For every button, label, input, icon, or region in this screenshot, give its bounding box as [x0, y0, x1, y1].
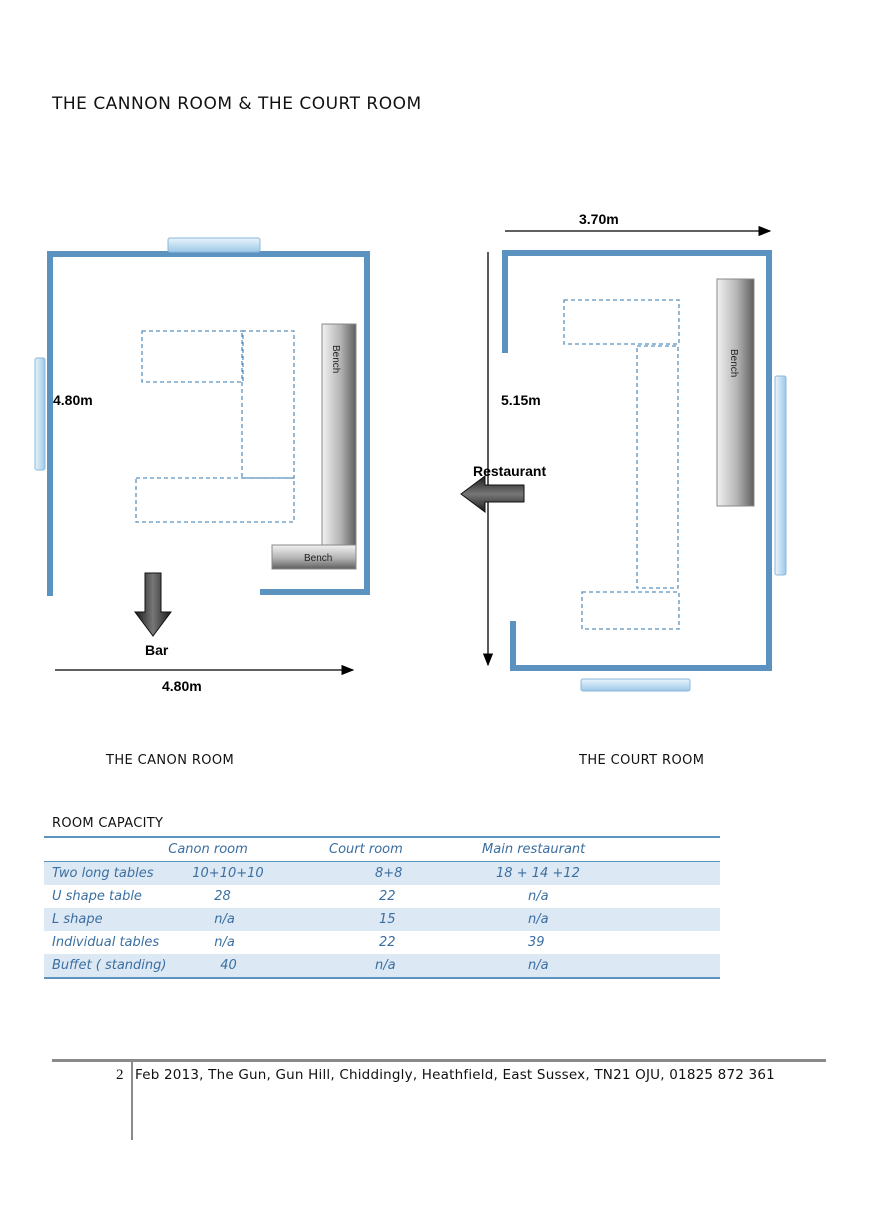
- table-header-row: Canon room Court room Main restaurant: [44, 836, 720, 862]
- cannon-room-name: THE CANON ROOM: [105, 753, 234, 768]
- main-value: 39: [528, 935, 545, 950]
- column-header: [44, 836, 169, 862]
- canon-value: n/a: [214, 935, 235, 950]
- cannon-window-left: [34, 357, 46, 471]
- cannon-window-top: [167, 237, 261, 253]
- row-label: U shape table: [52, 889, 142, 904]
- restaurant-exit-arrow-icon: [460, 475, 525, 513]
- room-capacity-table: Canon room Court room Main restaurant Tw…: [44, 836, 720, 979]
- cannon-bench-horizontal-label: Bench: [304, 553, 332, 564]
- court-value: 22: [379, 935, 396, 950]
- court-value: 22: [379, 889, 396, 904]
- court-table-layout: [563, 299, 680, 630]
- footer-address: Feb 2013, The Gun, Gun Hill, Chiddingly,…: [135, 1067, 775, 1083]
- canon-value: 10+10+10: [168, 861, 329, 885]
- main-value: n/a: [476, 908, 720, 931]
- table-row: Individual tables n/a 22 39: [44, 931, 720, 954]
- cannon-bench-horizontal: [271, 544, 357, 570]
- main-value: n/a: [476, 954, 720, 979]
- footer-vertical-divider: [131, 1062, 133, 1140]
- cannon-table-layout: [135, 330, 295, 523]
- page-number: 2: [116, 1067, 124, 1083]
- canon-value: 28: [214, 889, 231, 904]
- court-width-label: 3.70m: [579, 211, 619, 227]
- row-label: L shape: [44, 908, 169, 931]
- row-label: Individual tables: [52, 935, 160, 950]
- main-value: n/a: [528, 889, 549, 904]
- row-label: Two long tables: [44, 861, 169, 885]
- capacity-heading: ROOM CAPACITY: [52, 816, 164, 831]
- cannon-width-label: 4.80m: [162, 678, 202, 694]
- court-bench-vertical: [716, 278, 755, 507]
- court-window-right: [774, 375, 787, 576]
- cannon-room-plan: Bench Bench 4.80m Bar 4.80m THE CANON RO…: [34, 237, 370, 768]
- cannon-room-walls: [47, 251, 370, 596]
- restaurant-exit-label: Restaurant: [473, 463, 546, 479]
- bar-exit-label: Bar: [145, 642, 169, 658]
- court-room-walls: [502, 250, 772, 671]
- court-value: n/a: [329, 954, 477, 979]
- footer-divider: [52, 1059, 826, 1062]
- main-value: 18 + 14 +12: [476, 861, 720, 885]
- court-value: 8+8: [329, 861, 477, 885]
- bar-exit-arrow-icon: [134, 572, 172, 637]
- court-height-label: 5.15m: [501, 392, 541, 408]
- table-row: U shape table 28 22 n/a: [44, 885, 720, 908]
- page-title: THE CANNON ROOM & THE COURT ROOM: [52, 94, 422, 114]
- cannon-height-label: 4.80m: [53, 392, 93, 408]
- floor-plans: Bench Bench 4.80m Bar 4.80m THE CANON RO…: [34, 211, 787, 768]
- canon-value: n/a: [168, 908, 329, 931]
- court-value: 15: [329, 908, 477, 931]
- column-header-court-room: Court room: [329, 836, 477, 862]
- cannon-bench-vertical-label: Bench: [330, 345, 341, 373]
- column-header-canon-room: Canon room: [168, 836, 329, 862]
- court-room-name: THE COURT ROOM: [578, 753, 704, 768]
- table-row: Buffet ( standing) 40 n/a n/a: [44, 954, 720, 979]
- canon-value: 40: [168, 954, 329, 979]
- table-row: Two long tables 10+10+10 8+8 18 + 14 +12: [44, 861, 720, 885]
- cannon-bench-vertical: [321, 323, 357, 547]
- table-row: L shape n/a 15 n/a: [44, 908, 720, 931]
- row-label: Buffet ( standing): [44, 954, 169, 979]
- court-bench-vertical-label: Bench: [728, 349, 739, 377]
- court-room-plan: Bench 3.70m 5.15m Restaurant THE COURT R…: [460, 211, 787, 768]
- court-window-bottom: [580, 678, 691, 692]
- column-header-main-restaurant: Main restaurant: [476, 836, 720, 862]
